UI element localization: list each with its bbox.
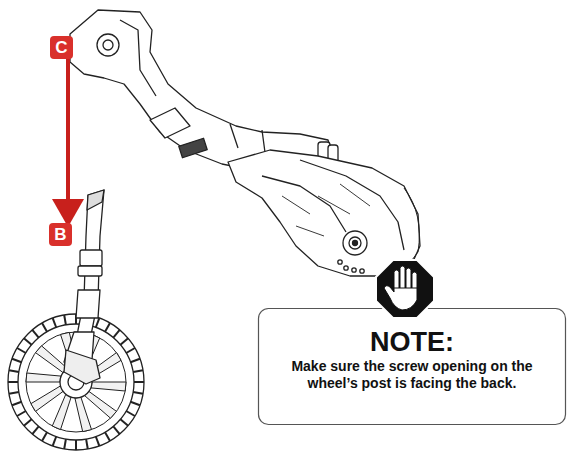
callout-letter-text: B: [54, 225, 66, 245]
callout-letter: B: [49, 223, 72, 246]
callout-letter-text: C: [55, 38, 67, 58]
insert-arrow: [66, 59, 70, 223]
stop-sign: [376, 260, 434, 318]
note-outline: [259, 309, 566, 425]
callout-letter: C: [50, 36, 73, 59]
note-box: NOTE:Make sure the screw opening on the …: [258, 308, 566, 425]
note-text: Make sure the screw opening on the wheel…: [276, 358, 548, 392]
note-heading: NOTE:: [258, 328, 566, 356]
